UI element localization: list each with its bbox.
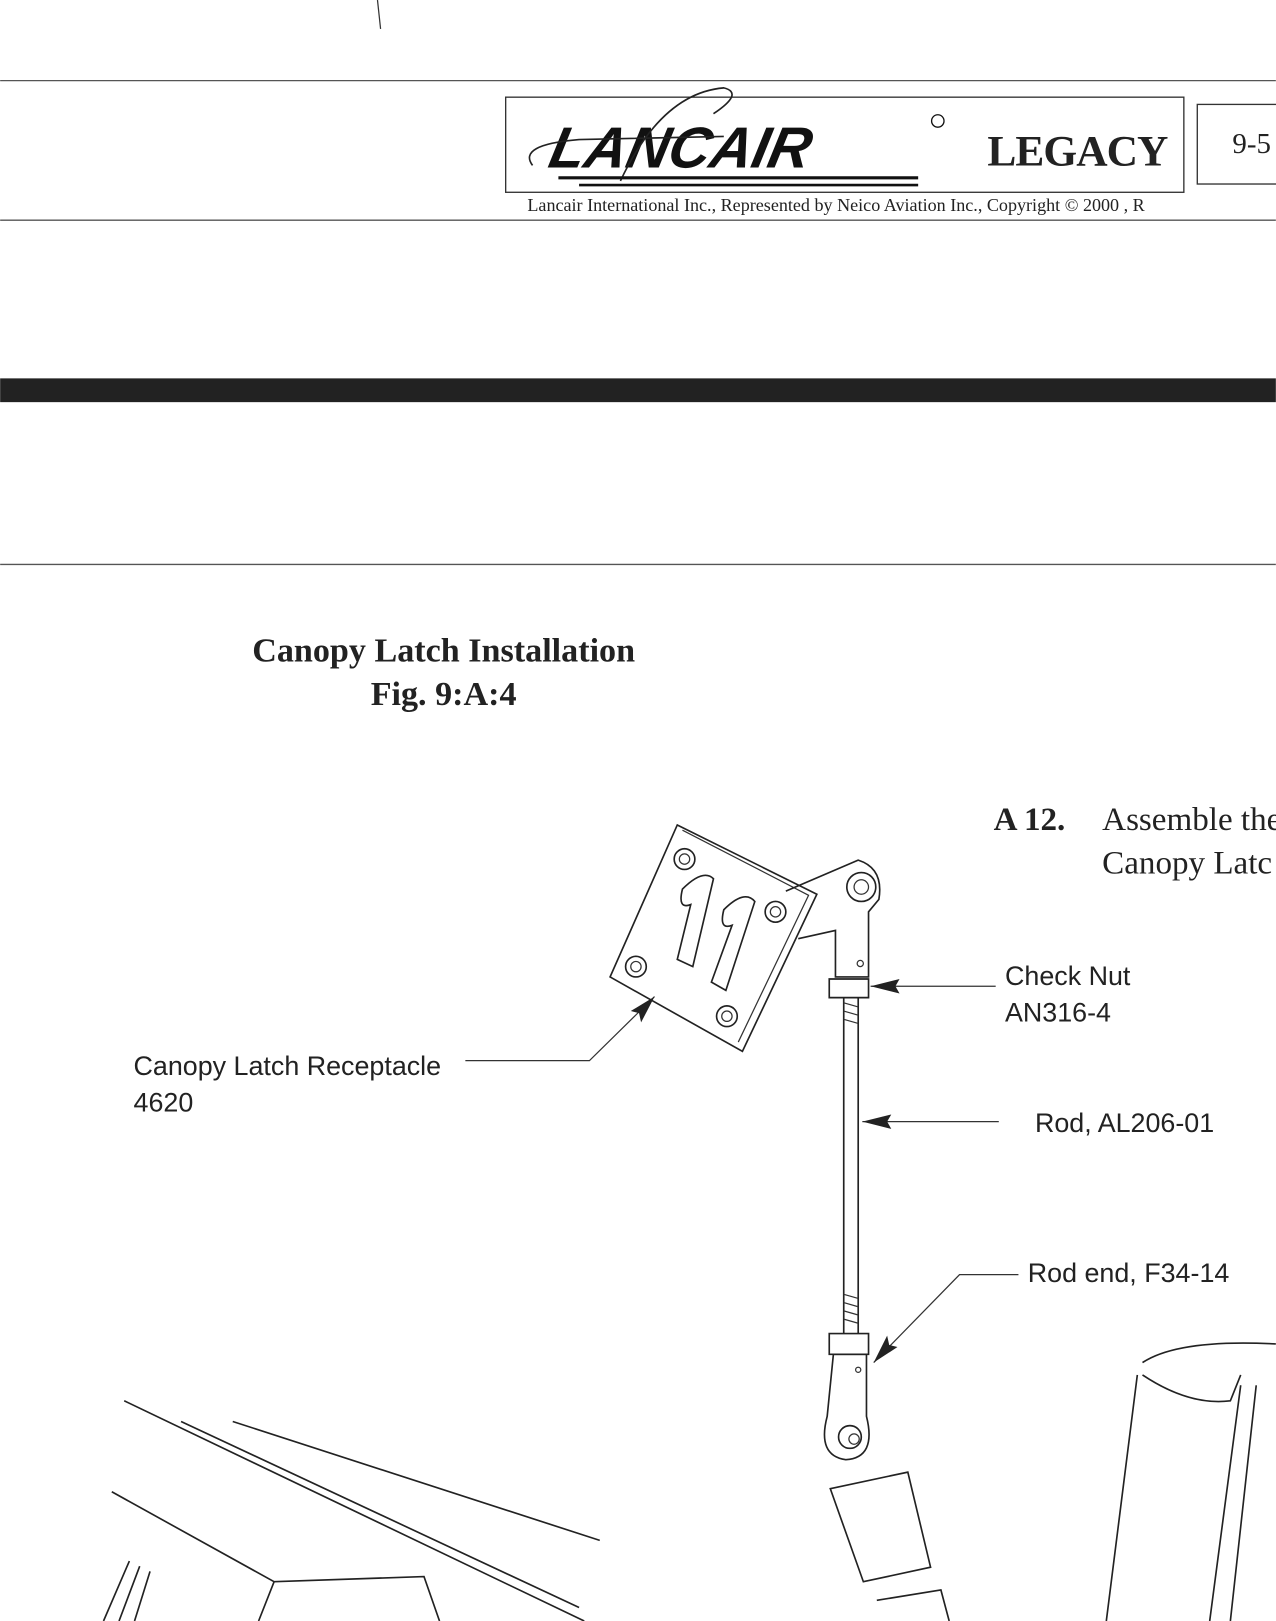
product-name: LEGACY bbox=[987, 127, 1168, 175]
page-number-box bbox=[1196, 103, 1276, 185]
receptacle-label: Canopy Latch Receptacle bbox=[134, 1051, 442, 1081]
step-number: A 12. bbox=[994, 802, 1066, 838]
callout-rod: Rod, AL206-01 bbox=[862, 1108, 1214, 1138]
step-text-line2: Canopy Latc bbox=[1102, 846, 1272, 882]
check-nut-part: AN316-4 bbox=[1005, 997, 1111, 1027]
lancair-logo: LANCAIR bbox=[528, 87, 945, 187]
page-header: LANCAIR LEGACY 9-5 Lancair International… bbox=[0, 80, 1276, 221]
figure-number: Fig. 9:A:4 bbox=[371, 676, 517, 713]
stray-mark bbox=[376, 0, 382, 30]
receptacle-part: 4620 bbox=[134, 1087, 194, 1117]
svg-text:LANCAIR: LANCAIR bbox=[544, 116, 818, 180]
callout-check-nut: Check Nut AN316-4 bbox=[870, 961, 1131, 1027]
section-divider-bar bbox=[0, 378, 1276, 403]
logo-box bbox=[505, 96, 1185, 193]
check-nut-label: Check Nut bbox=[1005, 961, 1131, 991]
rod-end-label: Rod end, F34-14 bbox=[1028, 1258, 1230, 1288]
latch-assembly-drawing bbox=[102, 823, 1276, 1621]
page-number: 9-5 bbox=[1232, 128, 1271, 160]
callout-receptacle: Canopy Latch Receptacle 4620 bbox=[134, 996, 655, 1117]
step-text-line1: Assemble the bbox=[1102, 802, 1276, 838]
figure-title: Canopy Latch Installation bbox=[252, 633, 635, 670]
callout-rod-end: Rod end, F34-14 bbox=[873, 1258, 1230, 1363]
copyright-line: Lancair International Inc., Represented … bbox=[527, 195, 1145, 215]
rod-label: Rod, AL206-01 bbox=[1035, 1108, 1214, 1138]
